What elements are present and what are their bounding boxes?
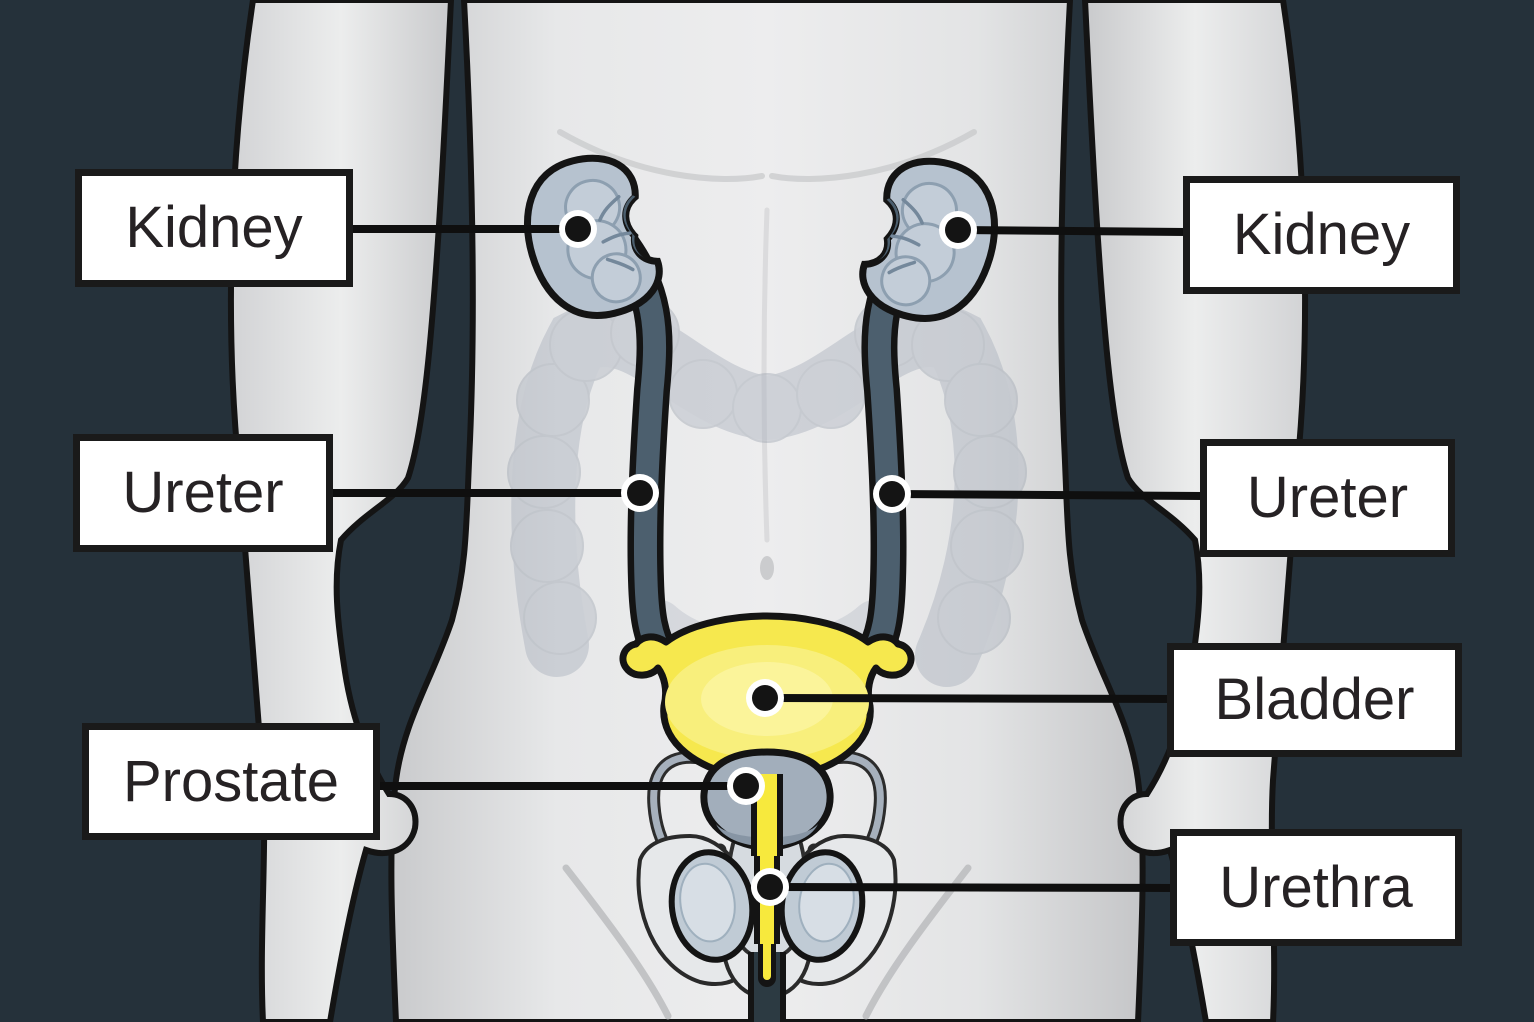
callout-dot-ureter-right [873, 475, 911, 513]
label-prostate: Prostate [82, 723, 380, 840]
callout-dot-kidney-left [559, 210, 597, 248]
callout-dot-prostate [727, 767, 765, 805]
label-ureter-left: Ureter [73, 434, 333, 552]
callout-dot-urethra [751, 868, 789, 906]
callout-dot-ureter-left [621, 474, 659, 512]
callout-line-bladder [764, 694, 1171, 703]
testis-left-shape [668, 849, 756, 963]
callout-line-kidney-right [957, 226, 1187, 236]
label-kidney-left-text: Kidney [125, 195, 303, 260]
callout-dots [559, 210, 977, 906]
callout-line-urethra [769, 883, 1174, 892]
callout-dot-kidney-right [939, 211, 977, 249]
callout-dot-bladder [746, 679, 784, 717]
callout-lines [330, 225, 1204, 892]
label-ureter-right: Ureter [1200, 439, 1455, 557]
label-kidney-left: Kidney [75, 169, 353, 287]
callout-line-ureter-right [891, 490, 1204, 500]
label-kidney-right-text: Kidney [1232, 202, 1411, 267]
label-prostate-text: Prostate [123, 748, 339, 814]
label-kidney-right: Kidney [1183, 176, 1460, 294]
label-bladder: Bladder [1167, 643, 1462, 757]
label-ureter-right-text: Ureter [1246, 465, 1409, 530]
label-bladder-text: Bladder [1214, 667, 1415, 732]
label-urethra-text: Urethra [1219, 854, 1413, 920]
ureter-left-shape [603, 229, 678, 666]
label-ureter-left-text: Ureter [122, 460, 284, 525]
label-urethra: Urethra [1170, 829, 1462, 946]
